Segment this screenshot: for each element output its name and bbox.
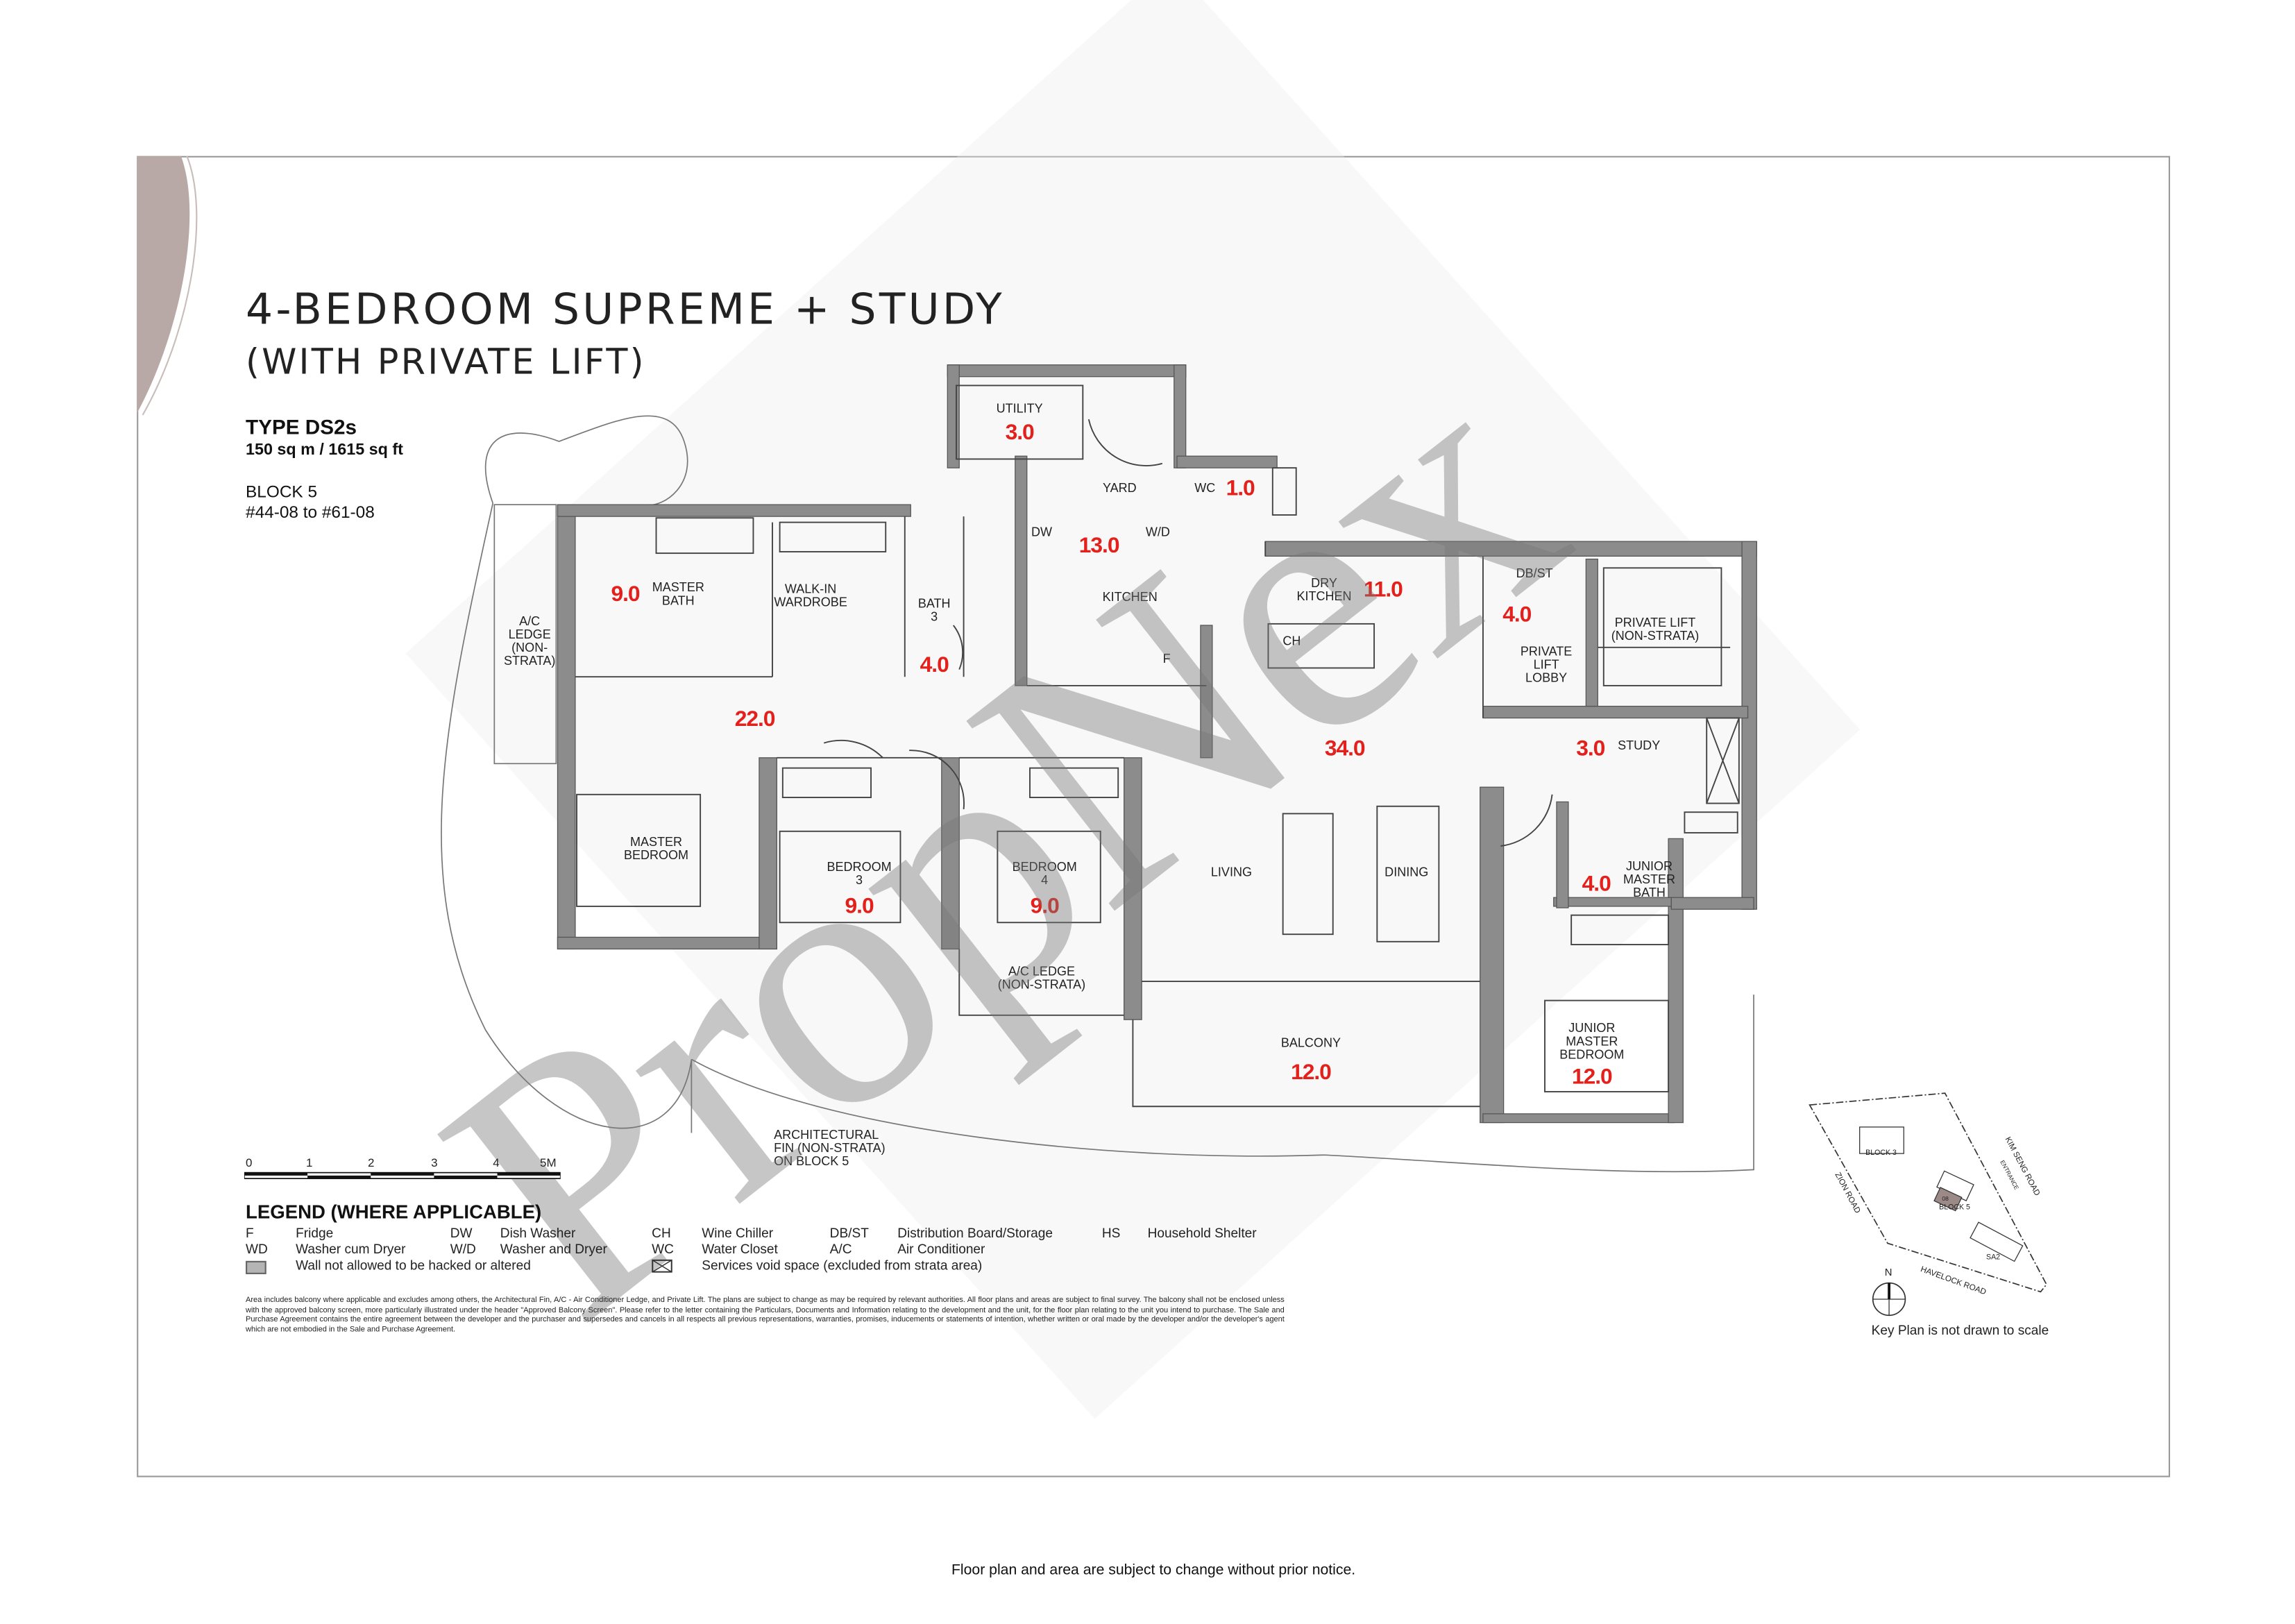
room-yard-area: 13.0 [1078, 533, 1120, 559]
ac-ledge-bottom-label: A/C LEDGE (NON-STRATA) [997, 963, 1086, 992]
architectural-fin-note: ARCHITECTURAL FIN (NON-STRATA) ON BLOCK … [774, 1126, 886, 1169]
legend-desc: Water Closet [702, 1242, 778, 1257]
room-private-lift-label: PRIVATE LIFT (NON-STRATA) [1611, 615, 1700, 643]
room-living-dining-area: 34.0 [1324, 736, 1366, 762]
room-utility-area: 3.0 [1005, 420, 1035, 446]
legend-code: CH [652, 1225, 671, 1241]
keyplan-block5: BLOCK 5 [1939, 1203, 1970, 1212]
decorative-curve [137, 155, 198, 416]
room-dining-label: DINING [1384, 864, 1429, 879]
room-wc-label: WC [1194, 480, 1216, 496]
legend-desc: Wine Chiller [702, 1225, 774, 1241]
wine-chiller-label: CH [1282, 633, 1301, 648]
legend-code: F [246, 1225, 254, 1241]
room-walk-in-wardrobe-label: WALK-IN WARDROBE [774, 581, 847, 609]
room-bedroom3-label: BEDROOM 3 [827, 859, 892, 888]
scale-bar [244, 1172, 561, 1179]
room-dry-kitchen-label: DRY KITCHEN [1296, 575, 1352, 604]
room-master-bath-area: 9.0 [611, 582, 640, 607]
room-private-lift-lobby-label: PRIVATE LIFT LOBBY [1520, 643, 1573, 685]
room-study-area: 3.0 [1576, 736, 1605, 762]
structural-walls [557, 364, 1757, 1124]
room-bedroom4-label: BEDROOM 4 [1012, 859, 1077, 888]
wall-swatch-icon [246, 1260, 266, 1274]
unit-type: TYPE DS2s [246, 414, 357, 439]
room-balcony-label: BALCONY [1280, 1035, 1341, 1050]
room-bedroom4-area: 9.0 [1030, 893, 1060, 919]
legend-wall-desc: Wall not allowed to be hacked or altered [296, 1258, 531, 1273]
room-yard-label: YARD [1102, 480, 1137, 496]
legend-desc: Washer cum Dryer [296, 1242, 406, 1257]
keyplan-note: Key Plan is not drawn to scale [1871, 1322, 2049, 1338]
legend-code: A/C [829, 1242, 852, 1257]
room-dbst-label: DB/ST [1516, 566, 1553, 581]
room-bath3-label: BATH 3 [917, 595, 951, 624]
scale-1: 1 [305, 1156, 313, 1170]
room-junior-master-bath-area: 4.0 [1582, 872, 1611, 897]
disclaimer: Area includes balcony where applicable a… [246, 1296, 1285, 1335]
room-master-bath-label: MASTER BATH [652, 580, 704, 608]
room-bedroom3-area: 9.0 [845, 893, 874, 919]
scale-3: 3 [431, 1156, 438, 1170]
plan-subtitle: (WITH PRIVATE LIFT) [246, 341, 646, 383]
sa2-shape [1970, 1221, 2024, 1262]
site-outline [441, 415, 1754, 1173]
scale-4: 4 [493, 1156, 500, 1170]
legend-desc: Dish Washer [500, 1225, 576, 1241]
keyplan-sa2: SA2 [1985, 1253, 2001, 1262]
ac-ledge-left-label: A/C LEDGE (NON-STRATA) [503, 614, 556, 668]
keyplan-north: N [1884, 1268, 1892, 1279]
room-junior-master-bedroom-area: 12.0 [1572, 1064, 1613, 1090]
dishwasher-label: DW [1031, 524, 1052, 539]
unit-08-highlight [1933, 1187, 1963, 1212]
legend-code: DW [450, 1225, 473, 1241]
block-label: BLOCK 5 [246, 484, 318, 502]
room-dry-kitchen-area: 11.0 [1363, 577, 1403, 603]
room-junior-master-bedroom-label: JUNIOR MASTER BEDROOM [1559, 1020, 1625, 1062]
room-utility-label: UTILITY [996, 400, 1043, 416]
page-frame [137, 155, 2170, 1478]
interior-walls [575, 384, 1740, 1108]
block-info: BLOCK 5 #44-08 to #61-08 [246, 482, 375, 523]
legend-code: W/D [450, 1242, 476, 1257]
room-dbst-area: 4.0 [1502, 602, 1532, 628]
room-wc-area: 1.0 [1226, 475, 1255, 501]
legend-title: LEGEND (WHERE APPLICABLE) [246, 1200, 542, 1223]
legend-code: DB/ST [829, 1225, 869, 1241]
services-void-icon [652, 1259, 672, 1273]
legend-desc: Distribution Board/Storage [897, 1225, 1053, 1241]
legend-code: WC [652, 1242, 674, 1257]
scale-0: 0 [246, 1156, 253, 1170]
unit-numbers: #44-08 to #61-08 [246, 505, 375, 523]
legend-desc: Fridge [296, 1225, 334, 1241]
unit-area: 150 sq m / 1615 sq ft [246, 441, 403, 459]
plan-title: 4-BEDROOM SUPREME + STUDY [246, 284, 1005, 335]
legend-code: HS [1101, 1225, 1121, 1241]
legend-void-desc: Services void space (excluded from strat… [702, 1258, 983, 1273]
footer-note: Floor plan and area are subject to chang… [951, 1562, 1356, 1579]
room-master-bedroom-label: MASTER BEDROOM [623, 834, 689, 863]
keyplan-block3: BLOCK 3 [1865, 1149, 1897, 1158]
room-study-label: STUDY [1618, 738, 1661, 753]
room-bath3-area: 4.0 [920, 652, 949, 678]
room-master-bedroom-area: 22.0 [734, 707, 776, 732]
room-balcony-area: 12.0 [1291, 1060, 1332, 1085]
keyplan-unit: 08 [1942, 1194, 1949, 1203]
scale-5m: 5M [540, 1156, 557, 1170]
washer-dryer-label: W/D [1145, 524, 1170, 539]
room-kitchen-label: KITCHEN [1102, 589, 1158, 604]
fridge-label: F [1162, 651, 1171, 666]
legend-desc: Washer and Dryer [500, 1242, 607, 1257]
legend-code: WD [246, 1242, 268, 1257]
legend-desc: Household Shelter [1147, 1225, 1257, 1241]
block3-shape [1859, 1126, 1904, 1154]
room-living-label: LIVING [1210, 864, 1252, 879]
scale-2: 2 [368, 1156, 375, 1170]
room-junior-master-bath-label: JUNIOR MASTER BATH [1623, 858, 1676, 900]
legend-desc: Air Conditioner [897, 1242, 985, 1257]
